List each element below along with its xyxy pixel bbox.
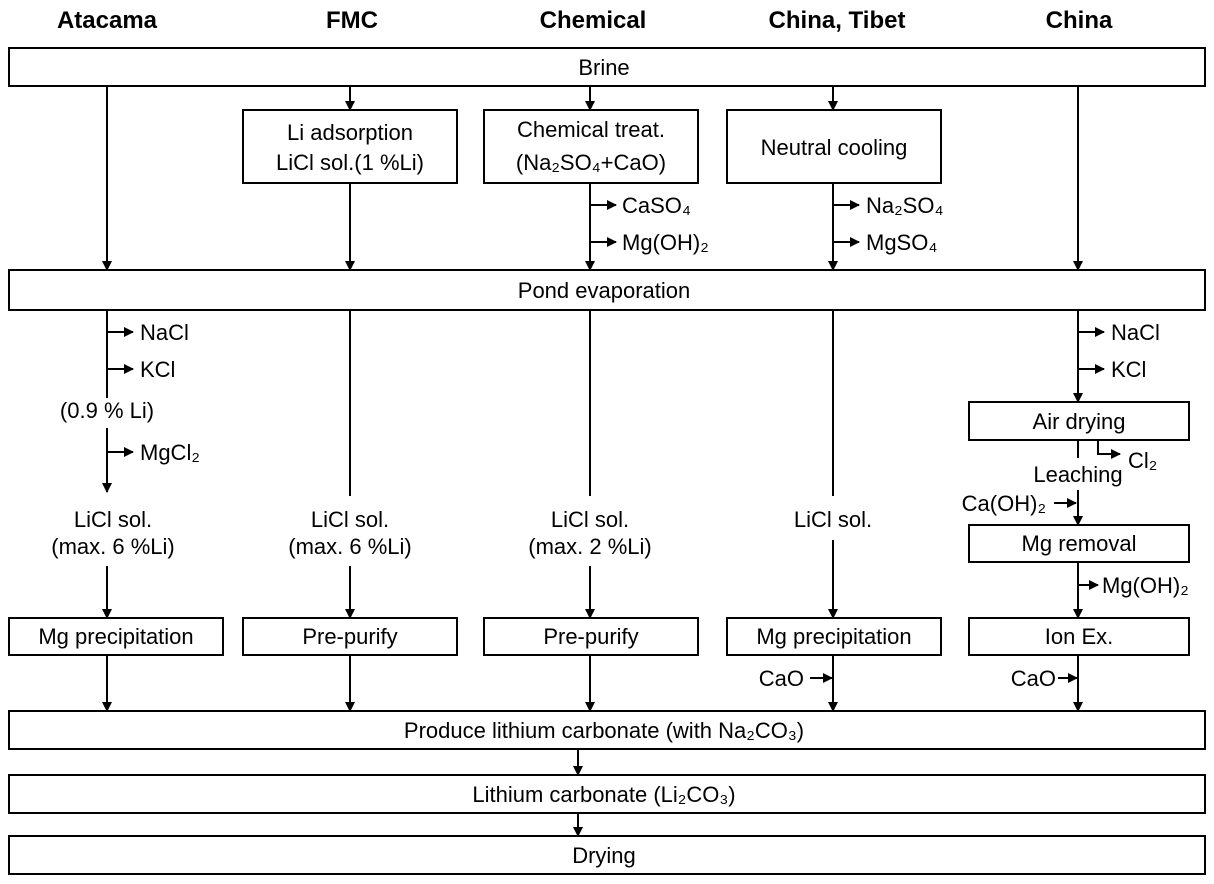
- tibet-neutral-cooling-box: [726, 109, 942, 184]
- brine-box: [8, 47, 1206, 87]
- china-caoh2-label: Ca(OH)₂: [962, 491, 1046, 516]
- atacama-nacl-label: NaCl: [140, 320, 189, 345]
- pond-evaporation-box: [8, 269, 1206, 311]
- chemical-licl-line2: (max. 2 %Li): [528, 534, 651, 559]
- chemical-pre-purify-label: Pre-purify: [543, 624, 638, 649]
- china-cl2-label: Cl₂: [1128, 448, 1157, 473]
- tibet-mg-precipitation-label: Mg precipitation: [756, 624, 911, 649]
- fmc-pre-purify-box: [242, 617, 458, 656]
- fmc-li-adsorption-box: [242, 109, 458, 184]
- china-air-drying-box: [968, 401, 1190, 441]
- china-mg-removal-label: Mg removal: [1022, 531, 1137, 556]
- tibet-cao-label: CaO: [759, 666, 804, 691]
- atacama-licl-line1: LiCl sol.: [74, 507, 152, 532]
- drying-label: Drying: [572, 843, 636, 868]
- china-mgoh2-label: Mg(OH)₂: [1102, 573, 1189, 598]
- atacama-licl-line2: (max. 6 %Li): [51, 534, 174, 559]
- china-nacl-label: NaCl: [1111, 320, 1160, 345]
- china-mg-removal-box: [968, 524, 1190, 563]
- china-kcl-label: KCl: [1111, 357, 1146, 382]
- header-atacama: Atacama: [57, 7, 158, 34]
- fmc-pre-purify-label: Pre-purify: [302, 624, 397, 649]
- china-cao-label: CaO: [1011, 666, 1056, 691]
- china-branch-cl2: [1097, 440, 1121, 459]
- fmc-licl-line1: LiCl sol.: [311, 507, 389, 532]
- header-china-tibet: China, Tibet: [769, 7, 906, 34]
- tibet-licl-label: LiCl sol.: [794, 507, 872, 532]
- fmc-licl-line2: (max. 6 %Li): [288, 534, 411, 559]
- tibet-mgso4-label: MgSO₄: [866, 230, 937, 255]
- header-china: China: [1046, 7, 1113, 34]
- produce-lithium-carbonate-box: [8, 710, 1206, 750]
- chemical-licl-line1: LiCl sol.: [551, 507, 629, 532]
- chemical-treat-box: [483, 109, 699, 184]
- produce-lithium-carbonate-label: Produce lithium carbonate (with Na₂CO₃): [404, 718, 804, 743]
- chemical-treat-line1: Chemical treat.: [517, 117, 665, 142]
- lithium-carbonate-label: Lithium carbonate (Li₂CO₃): [472, 782, 735, 807]
- chemical-treat-line2: (Na₂SO₄+CaO): [516, 150, 666, 175]
- tibet-neutral-cooling-label: Neutral cooling: [761, 135, 908, 160]
- atacama-mg-precipitation-label: Mg precipitation: [38, 624, 193, 649]
- fmc-li-adsorption-line1: Li adsorption: [287, 120, 413, 145]
- drying-box: [8, 835, 1206, 875]
- atacama-kcl-label: KCl: [140, 357, 175, 382]
- atacama-mgcl2-label: MgCl₂: [140, 440, 200, 465]
- fmc-li-adsorption-line2: LiCl sol.(1 %Li): [276, 150, 424, 175]
- header-chemical: Chemical: [540, 7, 647, 34]
- tibet-mg-precipitation-box: [726, 617, 942, 656]
- chemical-caso4-label: CaSO₄: [622, 193, 691, 218]
- chemical-mgoh2-label: Mg(OH)₂: [622, 230, 709, 255]
- tibet-na2so4-label: Na₂SO₄: [866, 193, 943, 218]
- brine-label: Brine: [578, 55, 629, 80]
- lithium-carbonate-box: [8, 774, 1206, 814]
- pond-evaporation-label: Pond evaporation: [518, 278, 690, 303]
- header-fmc: FMC: [326, 7, 378, 34]
- atacama-concentration-label: (0.9 % Li): [60, 398, 154, 423]
- atacama-mg-precipitation-box: [8, 617, 224, 656]
- china-ion-ex-box: [968, 617, 1190, 656]
- china-leaching-label: Leaching: [1033, 462, 1122, 487]
- china-air-drying-label: Air drying: [1033, 409, 1126, 434]
- china-ion-ex-label: Ion Ex.: [1045, 624, 1113, 649]
